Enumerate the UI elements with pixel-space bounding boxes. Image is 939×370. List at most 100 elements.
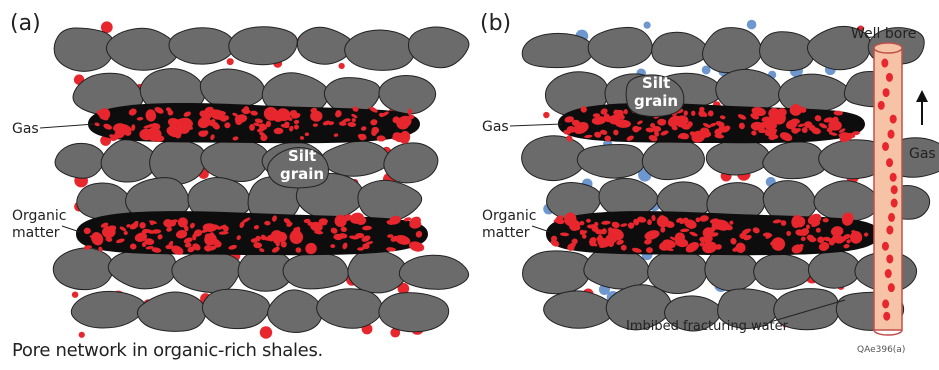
organic-gas-pore xyxy=(399,130,411,144)
organic-gas-pore xyxy=(814,115,822,122)
organic-gas-pore xyxy=(601,220,611,225)
organic-gas-pore xyxy=(255,235,261,242)
organic-gas-pore xyxy=(699,215,709,222)
organic-gas-pore xyxy=(600,108,608,115)
organic-gas-pore xyxy=(592,113,601,118)
organic-gas-pore xyxy=(849,231,863,244)
silt-grain xyxy=(136,291,207,332)
silt-grain xyxy=(521,135,587,182)
organic-gas-pore xyxy=(785,119,798,130)
organic-gas-pore xyxy=(863,232,869,237)
organic-gas-pore xyxy=(674,232,686,242)
gas-filled-pore xyxy=(338,62,345,70)
organic-gas-pore xyxy=(178,230,185,236)
organic-gas-pore xyxy=(148,220,157,224)
organic-gas-pore xyxy=(710,232,719,237)
silt-grain xyxy=(357,179,423,222)
organic-gas-pore xyxy=(304,132,310,136)
organic-gas-pore xyxy=(729,220,734,225)
organic-gas-pore xyxy=(289,125,294,132)
silt-grain xyxy=(813,180,879,222)
organic-gas-pore xyxy=(145,246,154,250)
organic-gas-pore xyxy=(204,245,212,252)
organic-gas-pore xyxy=(310,110,323,122)
organic-gas-pore xyxy=(210,238,220,243)
annotations: (a) Gas Organic matter Silt grain (b) Ga… xyxy=(10,11,936,355)
organic-gas-pore xyxy=(293,119,300,125)
organic-gas-pore xyxy=(797,244,804,249)
panel-a-gas-label: Gas xyxy=(12,121,39,137)
well-bore-gas-bubble xyxy=(890,198,898,208)
organic-gas-pore xyxy=(409,220,422,229)
silt-grain xyxy=(587,26,653,69)
panel-b-matter-label: matter xyxy=(482,225,530,241)
well-bore-gas-bubble xyxy=(886,158,894,168)
organic-gas-pore xyxy=(386,247,396,252)
organic-gas-pore xyxy=(647,219,652,226)
organic-gas-pore xyxy=(239,221,245,229)
organic-gas-pore xyxy=(571,119,581,127)
organic-gas-pore xyxy=(601,228,607,235)
organic-gas-pore xyxy=(293,234,300,239)
silt-grain xyxy=(641,138,705,181)
silt-grain xyxy=(759,31,816,71)
organic-gas-pore xyxy=(667,115,681,127)
organic-gas-pore xyxy=(294,227,301,234)
silt-grain xyxy=(522,250,592,295)
organic-gas-pore xyxy=(680,228,690,233)
organic-gas-pore xyxy=(300,136,305,140)
organic-gas-pore xyxy=(797,123,805,128)
organic-gas-pore xyxy=(202,130,209,136)
silt-grain xyxy=(171,251,242,294)
organic-gas-pore xyxy=(800,228,810,235)
water-label: Imbibed fracturing water xyxy=(626,319,789,334)
silt-grain xyxy=(228,26,298,66)
organic-gas-pore xyxy=(349,235,359,240)
organic-gas-pore xyxy=(170,220,177,227)
silt-grain xyxy=(762,141,827,180)
organic-gas-pore xyxy=(772,219,782,224)
well-bore-gas-bubble xyxy=(882,88,890,98)
organic-gas-pore xyxy=(739,232,748,240)
silt-grain xyxy=(168,27,235,65)
organic-gas-pore xyxy=(273,127,284,135)
organic-gas-pore xyxy=(314,230,324,235)
organic-gas-pore xyxy=(129,222,139,230)
organic-gas-pore xyxy=(833,233,840,239)
organic-gas-pore xyxy=(838,128,846,133)
organic-gas-pore xyxy=(805,224,810,230)
gas-filled-pore xyxy=(226,58,234,66)
well-bore-gas-bubble xyxy=(881,58,889,68)
water-filled-pore xyxy=(746,19,757,30)
organic-gas-pore xyxy=(232,112,238,117)
organic-gas-pore xyxy=(415,230,423,238)
silt-grain xyxy=(383,142,439,184)
organic-gas-pore xyxy=(689,231,698,237)
panel-a xyxy=(52,21,470,339)
organic-gas-pore xyxy=(761,116,771,122)
organic-gas-pore xyxy=(627,222,635,229)
organic-gas-pore xyxy=(338,121,347,126)
panel-b xyxy=(521,19,939,332)
organic-gas-pore xyxy=(187,246,195,253)
organic-gas-pore xyxy=(131,124,136,131)
organic-gas-pore xyxy=(664,247,674,252)
organic-gas-pore xyxy=(691,110,696,116)
organic-gas-pore xyxy=(107,225,117,232)
organic-gas-pore xyxy=(228,244,237,250)
organic-gas-pore xyxy=(608,114,621,125)
organic-gas-pore xyxy=(257,128,262,133)
organic-gas-pore xyxy=(840,135,850,143)
organic-gas-pore xyxy=(333,233,344,241)
organic-gas-pore xyxy=(340,226,347,233)
water-filled-pore xyxy=(643,21,651,29)
organic-gas-pore xyxy=(202,223,217,232)
organic-gas-pore xyxy=(103,123,113,130)
organic-gas-pore xyxy=(157,234,163,240)
organic-gas-pore xyxy=(580,106,587,113)
organic-gas-pore xyxy=(846,239,851,244)
organic-gas-pore xyxy=(819,123,828,129)
organic-gas-pore xyxy=(253,122,260,127)
organic-gas-pore xyxy=(589,237,597,244)
well-bore-gas-bubble xyxy=(877,100,885,110)
